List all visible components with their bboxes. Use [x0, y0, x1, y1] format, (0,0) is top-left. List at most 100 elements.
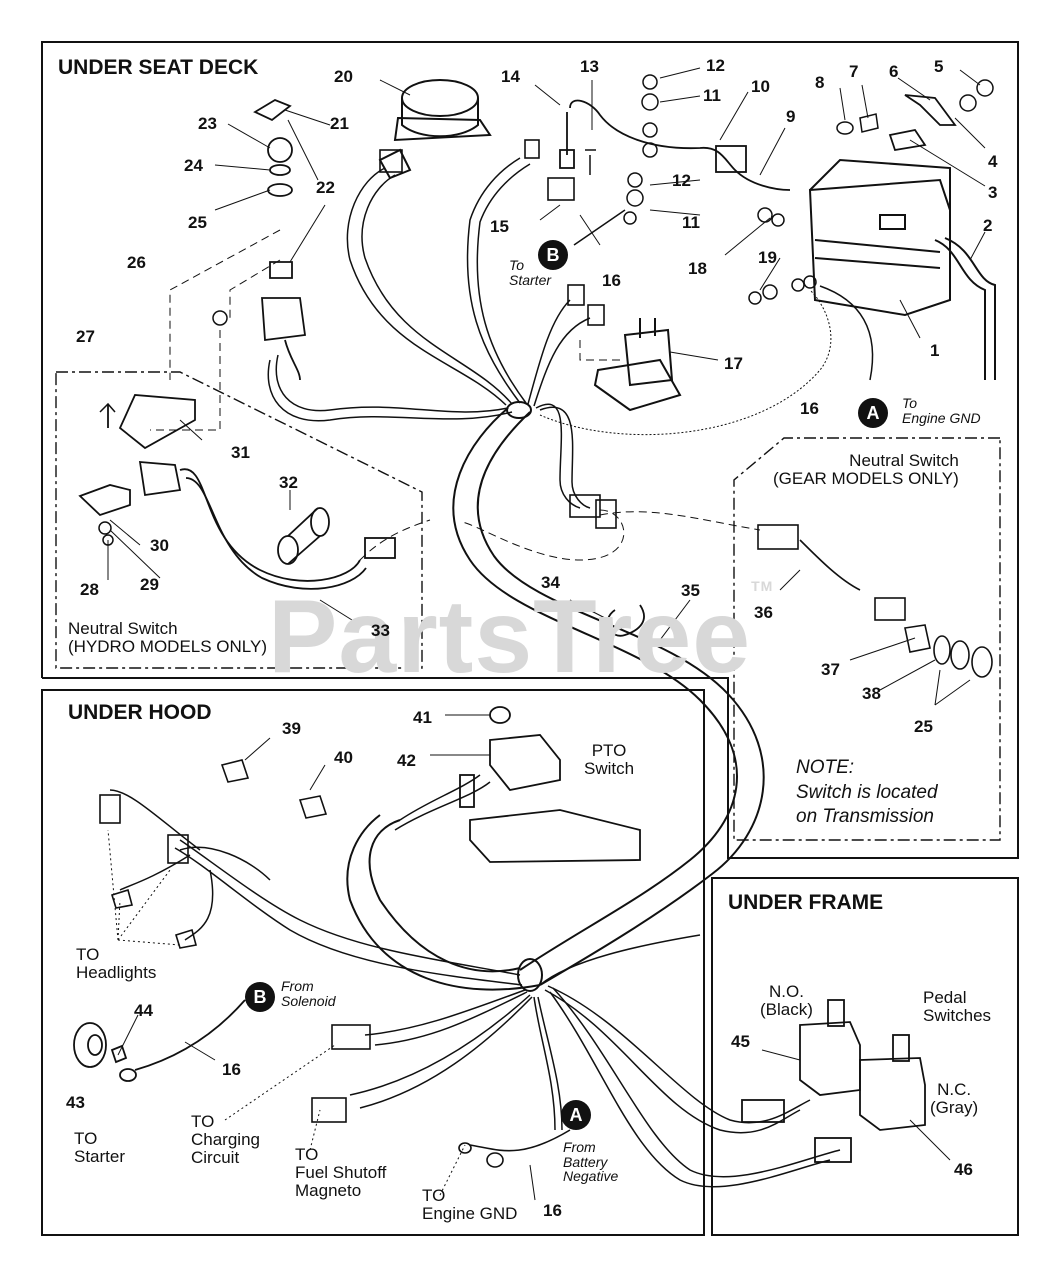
- part-number-35: 35: [681, 581, 700, 600]
- frame-under-seat-deck: [41, 41, 1019, 859]
- part-number-5: 5: [934, 57, 944, 76]
- part-number-9: 9: [786, 107, 796, 126]
- part-number-1: 1: [930, 341, 940, 360]
- part-number-44: 44: [134, 1001, 153, 1020]
- label-neutral-switch-hydro: Neutral Switch (HYDRO MODELS ONLY): [68, 619, 267, 656]
- part-number-7: 7: [849, 62, 859, 81]
- label-neutral-switch-gear: Neutral Switch (GEAR MODELS ONLY): [773, 451, 959, 488]
- label-to-starter-b: To Starter: [509, 257, 552, 288]
- part-number-16-starter: 16: [222, 1060, 241, 1079]
- label-pedal-switches: Pedal Switches: [923, 988, 992, 1025]
- part-number-36: 36: [754, 603, 773, 622]
- part-number-32: 32: [279, 473, 298, 492]
- section-title-under-frame: UNDER FRAME: [728, 891, 884, 914]
- part-number-13: 13: [580, 57, 599, 76]
- seat-branches: [267, 157, 591, 509]
- label-to-fuel-shutoff: TO Fuel Shutoff Magneto: [295, 1145, 387, 1200]
- part-number-11: 11: [703, 86, 721, 105]
- watermark: PartsTreeTM: [268, 578, 773, 697]
- part-number-12-second: 12: [672, 171, 691, 190]
- leader-solid: [107, 67, 986, 1201]
- label-no-black: N.O. (Black): [760, 982, 813, 1019]
- part-number-30: 30: [150, 536, 169, 555]
- label-nc-gray: N.C. (Gray): [930, 1080, 979, 1117]
- part-number-19: 19: [758, 248, 777, 267]
- part-number-24: 24: [184, 156, 203, 175]
- part-number-29: 29: [140, 575, 159, 594]
- cylinder-32: [277, 507, 330, 565]
- callout-b-hood: B: [245, 982, 275, 1012]
- part-number-6: 6: [889, 62, 899, 81]
- label-note: NOTE: Switch is located on Transmission: [796, 757, 938, 828]
- frame-under-hood: [41, 689, 705, 1236]
- clips-39-40: [220, 759, 328, 819]
- part-number-42: 42: [397, 751, 416, 770]
- starter-parts: [73, 999, 246, 1082]
- part-number-17: 17: [724, 354, 743, 373]
- washer-26: [212, 310, 228, 326]
- part-number-10: 10: [751, 77, 770, 96]
- ground-wire-dotted: [539, 289, 832, 436]
- hood-connectors: [311, 1024, 571, 1168]
- section-title-under-seat-deck: UNDER SEAT DECK: [58, 56, 259, 79]
- starter-solenoid: [593, 318, 682, 412]
- part-number-16-ground: 16: [800, 399, 819, 418]
- part-number-33: 33: [371, 621, 390, 640]
- headlight-connectors: [99, 794, 197, 949]
- watermark-text: PartsTree: [268, 579, 752, 695]
- callout-a-hood: A: [561, 1100, 591, 1130]
- label-from-solenoid: From Solenoid: [281, 978, 336, 1009]
- part-number-31: 31: [231, 443, 250, 462]
- dotted-pointers: [107, 829, 466, 1196]
- label-to-engine-gnd: TO Engine GND: [422, 1186, 518, 1223]
- battery: [808, 158, 996, 380]
- part-number-21: 21: [330, 114, 349, 133]
- frame-gear: [733, 437, 1001, 841]
- watermark-trademark: TM: [751, 578, 774, 594]
- part-number-43: 43: [66, 1093, 85, 1112]
- section-title-under-hood: UNDER HOOD: [68, 701, 212, 724]
- part-number-46: 46: [954, 1160, 973, 1179]
- seat-hardware: [98, 74, 994, 546]
- part-number-28: 28: [80, 580, 99, 599]
- part-number-40: 40: [334, 748, 353, 767]
- part-number-12: 12: [706, 56, 725, 75]
- label-to-engine-gnd-a: To Engine GND: [902, 395, 981, 426]
- callout-b-seat: B: [538, 240, 568, 270]
- part-number-27: 27: [76, 327, 95, 346]
- part-number-22: 22: [316, 178, 335, 197]
- leader-dashed: [150, 229, 761, 561]
- part-number-16: 16: [602, 271, 621, 290]
- part-number-37: 37: [821, 660, 840, 679]
- part-number-16-engine-gnd: 16: [543, 1201, 562, 1220]
- part-number-39: 39: [282, 719, 301, 738]
- seat-switch: [378, 79, 492, 180]
- callout-a-seat: A: [858, 398, 888, 428]
- part-number-15: 15: [490, 217, 509, 236]
- part-number-25: 25: [188, 213, 207, 232]
- section-frames: [41, 41, 1019, 1236]
- seat-connectors: [379, 139, 993, 678]
- part-number-14: 14: [501, 67, 520, 86]
- part-number-26: 26: [127, 253, 146, 272]
- label-pto-switch: PTO Switch: [584, 741, 635, 778]
- label-from-battery-negative: From Battery Negative: [563, 1139, 619, 1185]
- part-number-20: 20: [334, 67, 353, 86]
- part-number-3: 3: [988, 183, 998, 202]
- part-number-34: 34: [541, 573, 560, 592]
- part-number-18: 18: [688, 259, 707, 278]
- neutral-switch-hydro: [78, 394, 396, 590]
- battery-holddown: [888, 94, 957, 152]
- pto-switch: [459, 706, 641, 863]
- frame-hydro: [55, 371, 423, 669]
- label-to-headlights: TO Headlights: [76, 945, 157, 982]
- part-number-41: 41: [413, 708, 432, 727]
- key-switch-parts: [253, 98, 307, 381]
- pedal-switches: [741, 999, 926, 1163]
- part-number-45: 45: [731, 1032, 750, 1051]
- part-number-23: 23: [198, 114, 217, 133]
- label-to-charging-circuit: TO Charging Circuit: [191, 1112, 260, 1167]
- part-number-2: 2: [983, 216, 993, 235]
- dashed-subframes: [55, 371, 1001, 841]
- part-number-25-second: 25: [914, 717, 933, 736]
